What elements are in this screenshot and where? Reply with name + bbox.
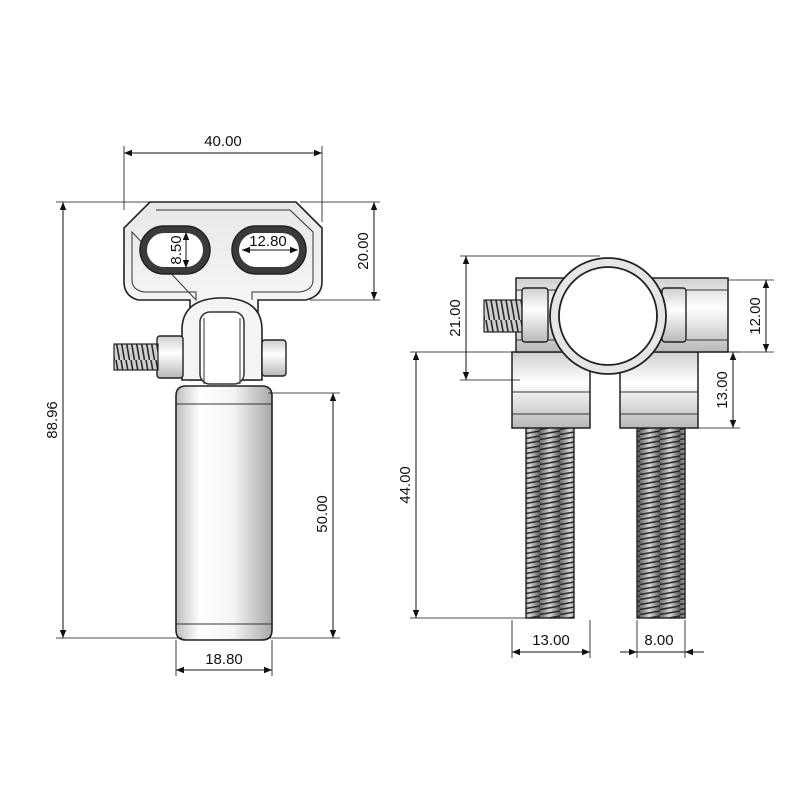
body-cylinder [175,385,273,641]
dim-left-head-height: 20.00 [355,232,372,270]
right-view: 21.00 12.00 13.00 44.00 13.00 8.00 [397,255,774,658]
dim-left-slot-height: 8.50 [168,235,185,264]
dim-right-ring-height: 12.00 [747,297,764,335]
dim-right-block-height: 13.00 [714,371,731,409]
right-nut [261,339,287,377]
dim-left-body-width: 18.80 [205,651,243,668]
ring-inner [558,266,658,366]
dim-left-total-height: 88.96 [44,401,61,439]
dim-left-width: 40.00 [204,133,242,150]
dim-right-bolt-spacing: 13.00 [532,632,570,649]
left-view: 40.00 20.00 8.50 12.80 88.96 50.00 18.80 [44,133,380,676]
dim-left-slot-length: 12.80 [249,233,287,250]
dim-right-bolt-diameter: 8.00 [644,632,673,649]
bolt-left [525,423,575,619]
right-side-nut [521,287,549,343]
side-nut [156,335,184,379]
right-side-screw [483,299,527,333]
bolt-right [636,423,686,619]
dim-left-body-height: 50.00 [314,495,331,533]
side-screw [113,343,159,371]
dim-right-total-height: 44.00 [397,466,414,504]
dim-right-clamp-height: 21.00 [447,299,464,337]
